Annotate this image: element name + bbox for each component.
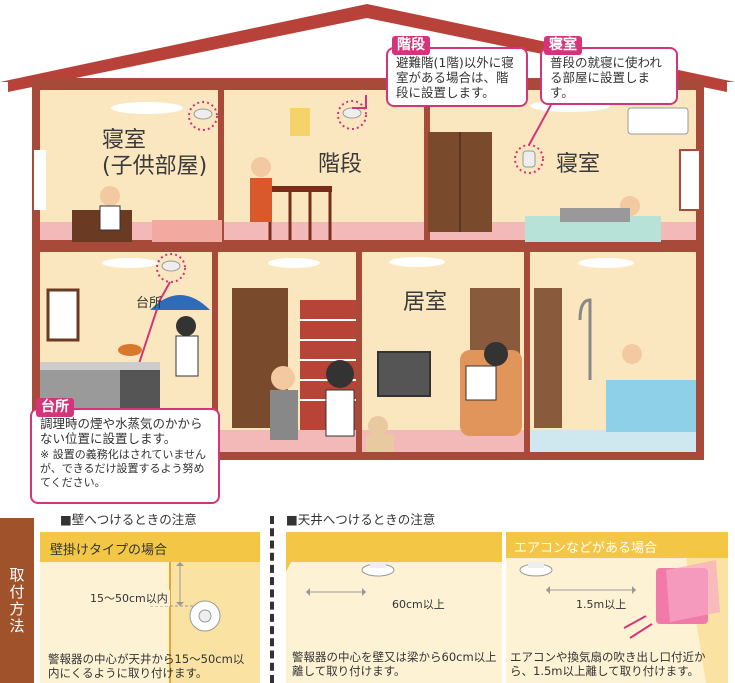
wall-panel-measure: 15〜50cm以内 bbox=[88, 590, 170, 606]
callout-kitchen: 調理時の煙や水蒸気のかからない位置に設置します。 ※ 設置の義務化はされていませ… bbox=[30, 408, 220, 504]
aircon-panel: エアコンなどがある場合 1.5m以上 エアコンや換気扇の吹き出し口付近から、1.… bbox=[506, 532, 728, 683]
aircon-panel-text: エアコンや換気扇の吹き出し口付近から、1.5m以上離して取り付けます。 bbox=[510, 650, 706, 678]
ceiling-panel-measure: 60cm以上 bbox=[390, 596, 447, 612]
callout-stairs-tag: 階段 bbox=[392, 36, 430, 55]
callout-bedroom-text: 普段の就寝に使われる部屋に設置します。 bbox=[550, 55, 662, 100]
callout-kitchen-text: 調理時の煙や水蒸気のかからない位置に設置します。 bbox=[40, 416, 203, 446]
wall-panel-text: 警報器の中心が天井から15〜50cm以内にくるように取り付けます。 bbox=[48, 652, 245, 680]
wall-panel-heading: 壁掛けタイプの場合 bbox=[50, 543, 168, 558]
smoke-alarm-icon bbox=[156, 253, 186, 283]
callout-stairs-text: 避難階(1階)以外に寝室がある場合は、階段に設置します。 bbox=[396, 55, 514, 100]
bathtub bbox=[606, 380, 696, 432]
room-label-living: 居室 bbox=[403, 290, 448, 315]
ceiling-panel: 60cm以上 警報器の中心を壁又は梁から60cm以上離して取り付けます。 bbox=[286, 532, 502, 683]
smoke-alarm-icon bbox=[337, 100, 367, 130]
wall-panel: 壁掛けタイプの場合 15〜50cm以内 警報器の中心が天井から15〜50cm以内… bbox=[40, 532, 260, 683]
person-figures bbox=[99, 157, 642, 458]
house-illustration bbox=[0, 4, 735, 460]
section-divider bbox=[270, 516, 274, 683]
ceiling-section-title: ■天井へつけるときの注意 bbox=[286, 512, 436, 527]
callout-bedroom-tag: 寝室 bbox=[544, 36, 582, 55]
air-conditioner bbox=[627, 107, 689, 135]
wall-section-title: ■壁へつけるときの注意 bbox=[60, 512, 197, 527]
room-label-bedroom: 寝室 bbox=[556, 152, 601, 177]
callout-bedroom: 普段の就寝に使われる部屋に設置します。 bbox=[540, 47, 678, 105]
callout-kitchen-note: ※ 設置の義務化はされていませんが、できるだけ設置するよう努めてください。 bbox=[40, 448, 207, 489]
aircon-panel-measure: 1.5m以上 bbox=[574, 596, 629, 612]
television bbox=[377, 351, 431, 397]
room-label-stairs: 階段 bbox=[318, 152, 363, 177]
callout-kitchen-tag: 台所 bbox=[36, 398, 74, 417]
aircon-panel-heading: エアコンなどがある場合 bbox=[514, 541, 658, 556]
ceiling-panel-text: 警報器の中心を壁又は梁から60cm以上離して取り付けます。 bbox=[292, 650, 497, 678]
room-label-kitchen: 台所 bbox=[136, 296, 163, 311]
room-label-child-bedroom: 寝室 (子供部屋) bbox=[102, 128, 208, 179]
installation-side-tab: 取付方法 bbox=[0, 518, 34, 683]
callout-stairs: 避難階(1階)以外に寝室がある場合は、階段に設置します。 bbox=[386, 47, 528, 107]
smoke-alarm-icon bbox=[188, 101, 218, 131]
